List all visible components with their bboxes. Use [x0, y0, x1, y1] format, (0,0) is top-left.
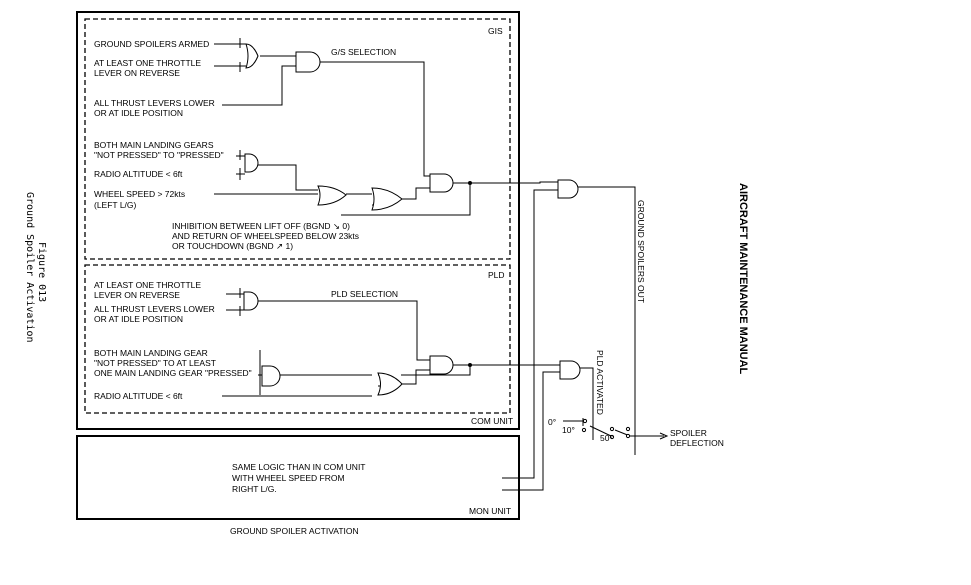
mon-unit-label: MON UNIT [469, 506, 511, 516]
gs-selection-label: G/S SELECTION [331, 47, 396, 57]
pld-wiring [222, 288, 560, 397]
output-and-gate-gs [557, 179, 579, 199]
gis-input-main-gears-2: "NOT PRESSED" TO "PRESSED" [94, 150, 224, 160]
gis-inhibition-3: OR TOUCHDOWN (BGND ↗ 1) [172, 241, 293, 251]
mon-note-2: WITH WHEEL SPEED FROM [232, 473, 345, 483]
deflection-10-label: 10° [562, 425, 575, 435]
gis-input-main-gears-1: BOTH MAIN LANDING GEARS [94, 140, 214, 150]
gis-input-wheel-speed-1: WHEEL SPEED ˃ 72kts [94, 189, 185, 199]
side-caption: Ground Spoiler Activation Figure 013 [24, 192, 47, 343]
switch-contact-0 [582, 418, 588, 424]
pld-box [84, 264, 511, 414]
spoiler-deflection-2: DEFLECTION [670, 438, 724, 448]
gis-or-gate-2 [317, 185, 347, 206]
mon-note-1: SAME LOGIC THAN IN COM UNIT [232, 462, 366, 472]
pld-input-throttle-reverse-1: AT LEAST ONE THROTTLE [94, 280, 201, 290]
gis-and-gate-2 [244, 153, 259, 173]
ground-spoilers-out-label: GROUND SPOILERS OUT [636, 200, 646, 303]
pld-selection-label: PLD SELECTION [331, 289, 398, 299]
switch-contact-out-b [625, 433, 631, 439]
com-unit-box [76, 11, 520, 430]
com-unit-label: COM UNIT [471, 416, 513, 426]
switch-contact-10 [581, 427, 587, 433]
gis-or-gate-1 [245, 43, 259, 69]
switch-contact-50b [609, 434, 615, 440]
pld-input-radio-altitude: RADIO ALTITUDE ˂ 6ft [94, 391, 183, 401]
gis-input-wheel-speed-2: (LEFT L/G) [94, 200, 137, 210]
pld-input-main-gear-2: "NOT PRESSED" TO AT LEAST [94, 358, 216, 368]
pld-or-gate [377, 372, 403, 396]
gis-and-gate-1 [295, 51, 321, 73]
pld-input-thrust-idle-2: OR AT IDLE POSITION [94, 314, 183, 324]
gis-wiring [214, 38, 558, 216]
pld-label: PLD [488, 270, 505, 280]
gis-input-ground-spoilers-armed: GROUND SPOILERS ARMED [94, 39, 209, 49]
gis-inhibition-2: AND RETURN OF WHEELSPEED BELOW 23kts [172, 231, 359, 241]
output-wiring [502, 186, 664, 491]
pld-input-main-gear-3: ONE MAIN LANDING GEAR "PRESSED" [94, 368, 252, 378]
gis-inhibition-1: INHIBITION BETWEEN LIFT OFF (BGND ↘ 0) [172, 221, 350, 231]
switch-contact-out-a [625, 426, 631, 432]
gis-input-throttle-reverse-1: AT LEAST ONE THROTTLE [94, 58, 201, 68]
gis-input-thrust-idle-2: OR AT IDLE POSITION [94, 108, 183, 118]
manual-title: AIRCRAFT MAINTENANCE MANUAL [737, 183, 749, 375]
gis-input-radio-altitude: RADIO ALTITUDE ˂ 6ft [94, 169, 183, 179]
pld-input-thrust-idle-1: ALL THRUST LEVERS LOWER [94, 304, 215, 314]
side-caption-line2: Figure 013 [36, 242, 47, 302]
gis-junction-dot [468, 181, 472, 185]
output-and-gate-pld [559, 360, 581, 380]
pld-input-main-gear-1: BOTH MAIN LANDING GEAR [94, 348, 208, 358]
deflection-0-label: 0° [548, 417, 556, 427]
deflection-50-label: 50° [600, 433, 613, 443]
pld-and-gate-2 [261, 365, 281, 387]
mon-note-3: RIGHT L/G. [232, 484, 277, 494]
gis-box [84, 18, 511, 260]
pld-activated-label: PLD ACTIVATED [595, 350, 605, 415]
gis-input-thrust-idle-1: ALL THRUST LEVERS LOWER [94, 98, 215, 108]
spoiler-deflection-1: SPOILER [670, 428, 707, 438]
switch-contact-50a [609, 426, 615, 432]
gis-input-throttle-reverse-2: LEVER ON REVERSE [94, 68, 180, 78]
side-caption-line1: Ground Spoiler Activation [24, 192, 35, 343]
pld-junction-dot [468, 363, 472, 367]
gis-or-gate-3 [371, 187, 403, 211]
arrow-icon [659, 432, 669, 440]
gis-label: GIS [488, 26, 503, 36]
pld-and-gate-3 [429, 355, 454, 375]
bottom-caption: GROUND SPOILER ACTIVATION [230, 526, 359, 536]
pld-and-gate-1 [243, 291, 259, 311]
gis-and-gate-3 [429, 173, 454, 193]
pld-input-throttle-reverse-2: LEVER ON REVERSE [94, 290, 180, 300]
